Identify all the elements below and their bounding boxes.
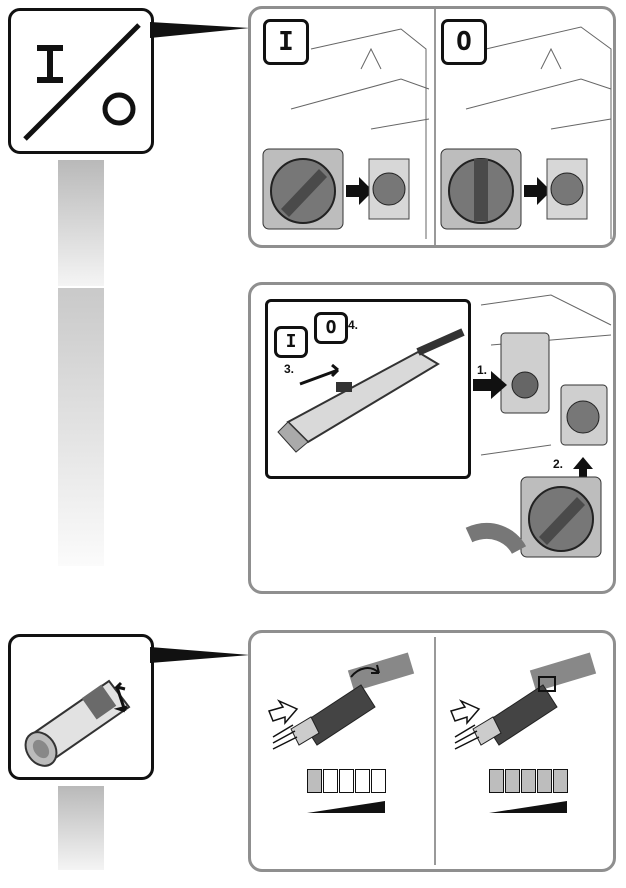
level-cell <box>489 769 504 793</box>
level-cell <box>371 769 386 793</box>
hose-sleeve-icon-box <box>8 634 154 780</box>
level-cell <box>323 769 338 793</box>
suction-illustration <box>267 637 597 865</box>
callout-pointer-2 <box>150 647 250 663</box>
level-cell <box>537 769 552 793</box>
off-symbol-box: O <box>441 19 487 65</box>
switch-panel: I O <box>248 6 616 248</box>
step-3-label: 3. <box>284 362 295 376</box>
tool-connection-illustration <box>465 294 612 558</box>
off-symbol-small: O <box>314 312 348 344</box>
section-bar-1 <box>58 160 104 286</box>
on-off-icon-box <box>8 8 154 154</box>
level-cell <box>355 769 370 793</box>
on-symbol-box: I <box>263 19 309 65</box>
suction-panel <box>248 630 616 872</box>
tool-inset: I O 3. 4. <box>265 299 471 479</box>
hose-sleeve-icon <box>24 679 131 767</box>
tool-connection-panel: I O 3. 4. 1. 2. <box>248 282 616 594</box>
level-cell <box>505 769 520 793</box>
tool-drawing <box>277 328 465 453</box>
level-cell <box>521 769 536 793</box>
switch-illustration <box>262 9 612 245</box>
callout-pointer <box>150 22 250 38</box>
level-cell <box>553 769 568 793</box>
section-bar-2 <box>58 288 104 566</box>
on-symbol-small: I <box>274 326 308 358</box>
section-bar-3 <box>58 786 104 870</box>
step-1-label: 1. <box>477 363 488 377</box>
step-2-label: 2. <box>553 457 564 471</box>
step-4-label: 4. <box>348 318 359 332</box>
level-cell <box>307 769 322 793</box>
level-cell <box>339 769 354 793</box>
on-off-icon <box>23 23 141 141</box>
